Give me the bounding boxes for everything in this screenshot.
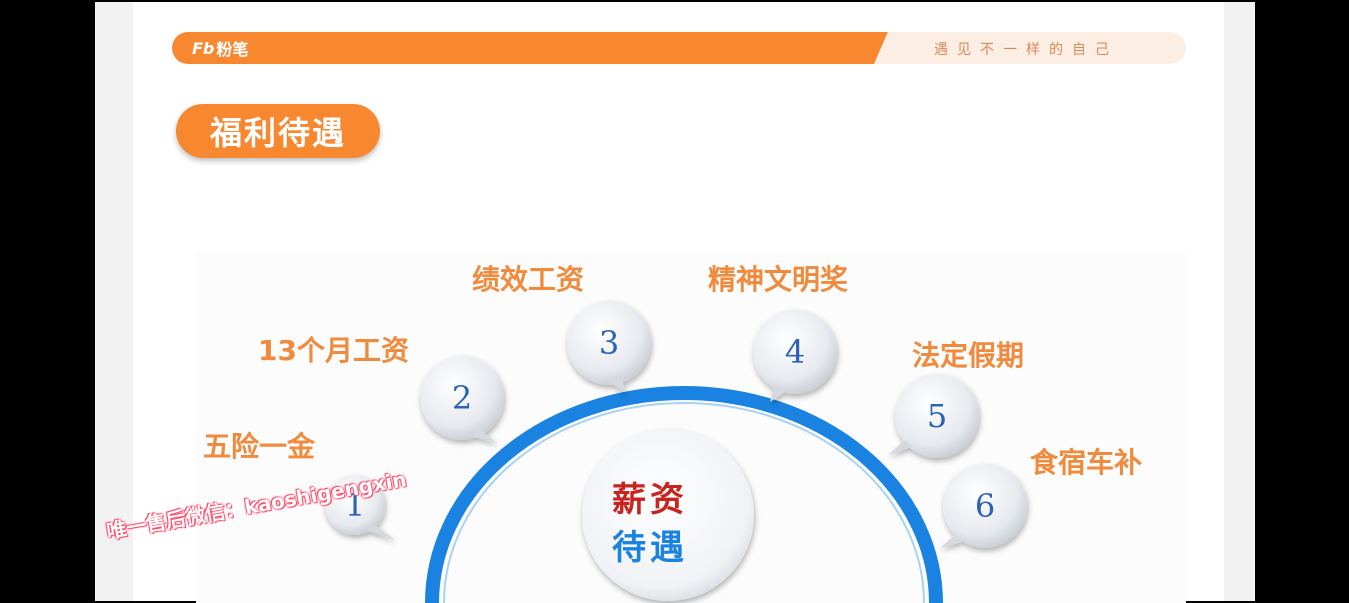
bubble-5 [888,374,979,458]
bubble-6 [940,464,1027,548]
bubble-1 [325,475,395,540]
label-civility-award: 精神文明奖 [708,263,849,296]
label-five-insurances: 五险一金 [203,430,316,463]
bubble-4 [753,310,837,402]
bubble-number-3: 3 [598,324,620,362]
bubble-3 [567,301,651,392]
label-meal-housing-transport: 食宿车补 [1030,446,1143,479]
logo-text: 粉笔 [216,40,249,59]
label-13th-month: 13个月工资 [258,334,409,367]
slide-title: 福利待遇 [176,104,380,158]
logo-mark: Fb [192,38,215,58]
label-statutory-holidays: 法定假期 [912,339,1025,372]
bubble-2 [420,356,504,443]
center-circle [582,429,754,601]
center-label-salary: 薪资 [612,480,688,520]
bubble-number-2: 2 [451,379,473,417]
bubble-number-6: 6 [974,487,996,525]
brand-logo: Fb 粉笔 [192,36,248,60]
center-label-treatment: 待遇 [612,528,688,568]
slogan: 遇见不一样的自己 [934,42,1118,58]
header-banner [172,32,888,64]
label-performance-pay: 绩效工资 [472,263,585,296]
salary-arc [425,386,943,603]
bubble-number-5: 5 [926,397,948,435]
bubble-number-4: 4 [784,333,806,371]
salary-arc-inner [443,402,925,603]
bubble-number-1: 1 [344,486,366,524]
header-banner-slogan-area [874,32,1186,64]
